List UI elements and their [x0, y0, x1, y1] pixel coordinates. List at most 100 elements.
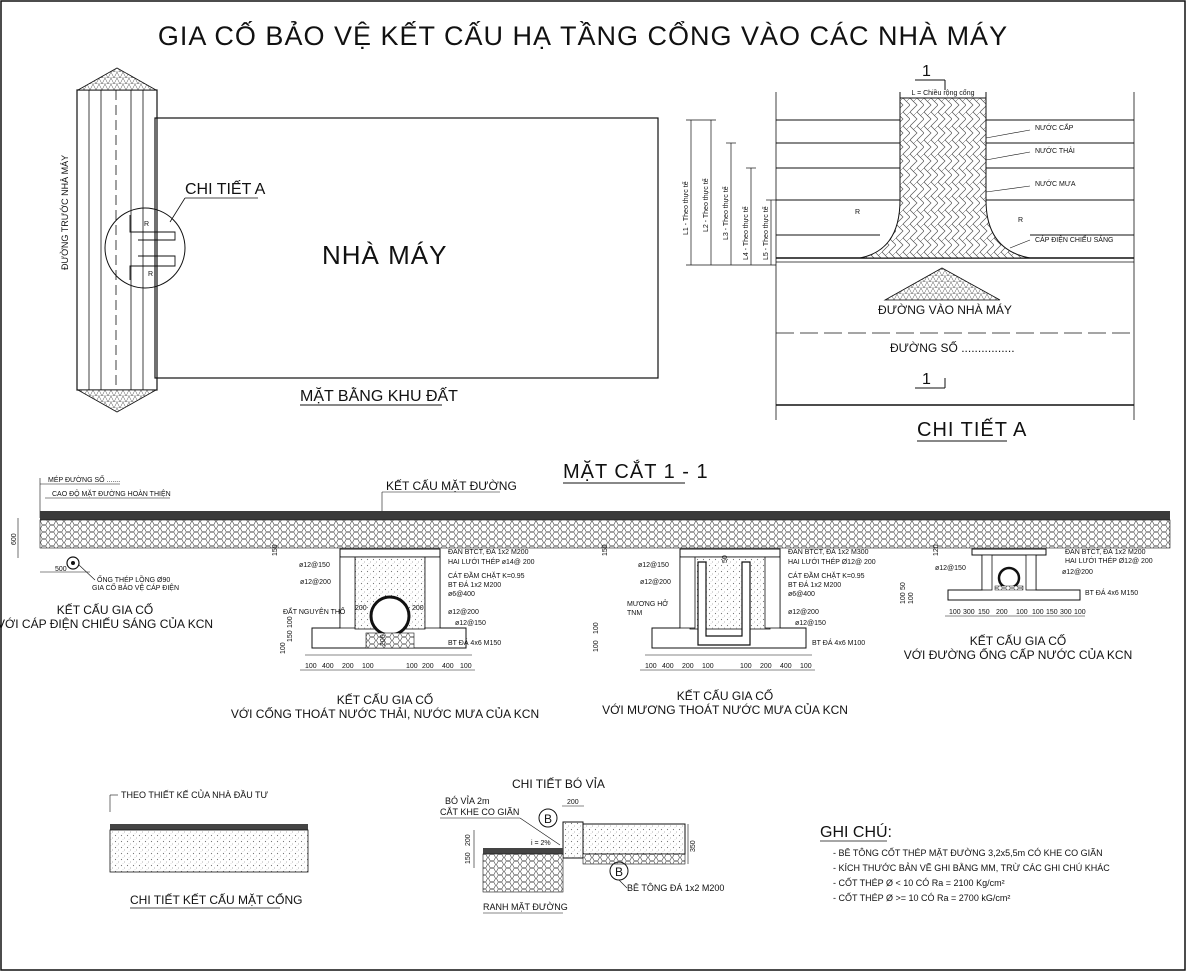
ditch-mid-dim: 50	[722, 555, 729, 563]
access-road-label: ĐƯỜNG VÀO NHÀ MÁY	[878, 302, 1012, 317]
water-bdim: 100	[1074, 609, 1086, 616]
gate-surface-top	[110, 824, 308, 830]
curb-dim-right: 350	[690, 840, 697, 852]
detail-a-callout: CHI TIẾT A	[185, 179, 266, 198]
water-bottom-dims: 100 300 150 200 100 100 150 300 100	[949, 609, 1086, 616]
ditch-tnm: TNM	[627, 610, 642, 617]
sewer-bdim: 400	[442, 663, 454, 670]
depth-dim: 600	[11, 533, 18, 545]
section-1-1: MẶT CẮT 1 - 1 MÉP ĐƯỜNG SỐ ....... CAO Đ…	[0, 459, 1171, 721]
water-mesh-label: HAI LƯỚI THÉP Ø12@ 200	[1065, 556, 1153, 565]
ditch-bdim: 100	[740, 663, 752, 670]
detail-a: L = Chiều rộng cổng 1 1 R R L1 - Theo th…	[681, 63, 1135, 442]
sewer-side-dim-1: 100	[280, 642, 287, 654]
sleeve-label: ỐNG THÉP LỒNG Ø90	[97, 574, 170, 584]
curb-dim-left-1: 200	[465, 834, 472, 846]
pavement-top-layer	[40, 511, 1170, 520]
utility-rainwater: NƯỚC MƯA	[1035, 179, 1076, 188]
radius-left: R	[855, 209, 860, 216]
ditch-rebar-3: ø12@200	[788, 609, 819, 616]
north-arrow-top	[76, 67, 158, 91]
water-caption-1: KẾT CẤU GIA CỐ	[970, 633, 1066, 648]
site-plan: ĐƯỜNG TRƯỚC NHÀ MÁY R R CHI TIẾT A NHÀ M…	[60, 67, 659, 413]
sewer-bdim: 200	[422, 663, 434, 670]
sewer-rebar-1: ø12@150	[299, 562, 330, 569]
utility-water-supply: NƯỚC CẤP	[1035, 122, 1074, 132]
ditch-bdim: 100	[800, 663, 812, 670]
ditch-mesh-label: HAI LƯỚI THÉP Ø12@ 200	[788, 557, 876, 566]
note-3: - CỐT THÉP Ø < 10 CÓ Ra = 2100 Kg/cm²	[833, 877, 1005, 888]
marker-b-top	[538, 808, 558, 828]
ditch-bdim: 100	[702, 663, 714, 670]
water-bdim: 300	[963, 609, 975, 616]
dim-l3: L3 - Theo thực tế	[721, 186, 730, 240]
sewer-bdim: 200	[342, 663, 354, 670]
water-side-dim-3: 100	[908, 592, 915, 604]
sewer-rebar-3: ø12@200	[448, 609, 479, 616]
sewer-side-dim-2: 150	[287, 630, 294, 642]
sewer-protection: ĐAN BTCT, ĐÁ 1x2 M200 HAI LƯỚI THÉP ø14@…	[231, 544, 539, 721]
sewer-bottom-dims: 100 400 200 100 100 200 400 100	[305, 663, 472, 670]
ditch-label: MƯƠNG HỞ	[627, 599, 668, 608]
sewer-bdim: 100	[305, 663, 317, 670]
open-ditch	[697, 561, 751, 646]
ditch-base-label: BT ĐÁ 4x6 M100	[812, 638, 865, 647]
gate-surface-detail: THEO THIẾT KẾ CỦA NHÀ ĐẦU TƯ CHI TIẾT KẾ…	[109, 789, 309, 909]
dim-l5: L5 - Theo thực tế	[761, 206, 770, 260]
curb-dim-top: 200	[567, 799, 579, 806]
sewer-slab-label: ĐAN BTCT, ĐÁ 1x2 M200	[448, 547, 529, 556]
sewer-stirrup-label: ø6@400	[448, 591, 475, 598]
water-rebar-1: ø12@150	[935, 565, 966, 572]
cable-caption-2: VỚI CÁP ĐIỆN CHIẾU SÁNG CỦA KCN	[0, 616, 213, 631]
water-pipe	[997, 566, 1021, 590]
sewer-pipe-dim-1: 200	[355, 605, 367, 612]
ditch-side-dim-2: 100	[593, 622, 600, 634]
sleeve-note: GIA CỐ BẢO VỆ CÁP ĐIỆN	[92, 582, 179, 592]
sewer-slab	[339, 548, 441, 558]
ditch-top-dim: 150	[602, 544, 609, 556]
gate-surface-note: THEO THIẾT KẾ CỦA NHÀ ĐẦU TƯ	[121, 789, 269, 800]
water-base-label: BT ĐÁ 4x6 M150	[1085, 588, 1138, 597]
elevation-label: CAO ĐỘ MẶT ĐƯỜNG HOÀN THIỆN	[52, 489, 171, 498]
gate-surface-base	[109, 829, 309, 873]
factory-label: NHÀ MÁY	[322, 240, 447, 270]
ditch-caption-2: VỚI MƯƠNG THOÁT NƯỚC MƯA CỦA KCN	[602, 702, 848, 717]
dim-l4: L4 - Theo thực tế	[741, 206, 750, 260]
note-2: - KÍCH THƯỚC BẢN VẼ GHI BẰNG MM, TRỪ CÁC…	[833, 862, 1110, 873]
road-label: ĐƯỜNG TRƯỚC NHÀ MÁY	[60, 155, 70, 270]
ditch-sand-label: CÁT ĐẦM CHẶT K=0.95	[788, 570, 865, 580]
sewer-bdim: 100	[406, 663, 418, 670]
ditch-bdim: 200	[682, 663, 694, 670]
ditch-protection: ĐAN BTCT, ĐÁ 1x2 M300 HAI LƯỚI THÉP Ø12@…	[593, 544, 876, 717]
ditch-bdim: 200	[760, 663, 772, 670]
water-bdim: 150	[1046, 609, 1058, 616]
drawing-title: GIA CỐ BẢO VỆ KẾT CẤU HẠ TẦNG CỔNG VÀO C…	[158, 19, 1008, 51]
north-arrow-bottom	[76, 389, 158, 413]
note-1: - BÊ TÔNG CỐT THÉP MẶT ĐƯỜNG 3,2x5,5m CÓ…	[833, 847, 1103, 858]
street-label: ĐƯỜNG SỐ ................	[890, 340, 1015, 355]
plan-radius-2: R	[148, 271, 153, 278]
curb-joint: CẮT KHE CO GIÃN	[440, 807, 519, 817]
ditch-concrete-label: BT ĐÁ 1x2 M200	[788, 580, 841, 589]
ditch-rebar-1: ø12@150	[638, 562, 669, 569]
water-caption-2: VỚI ĐƯỜNG ỐNG CẤP NƯỚC CỦA KCN	[904, 647, 1133, 662]
sewer-sand-label: CÁT ĐẦM CHẶT K=0.95	[448, 570, 525, 580]
gate-opening	[129, 215, 176, 280]
water-slab-label: ĐAN BTCT, ĐÁ 1x2 M200	[1065, 547, 1146, 556]
gate-paving	[859, 97, 1031, 259]
utility-lighting-cable: CÁP ĐIỆN CHIẾU SÁNG	[1035, 234, 1113, 244]
sewer-mesh-label: HAI LƯỚI THÉP ø14@ 200	[448, 557, 535, 566]
water-bdim: 150	[978, 609, 990, 616]
marker-b-bottom-label: B	[615, 865, 623, 879]
ditch-rebar-4: ø12@150	[795, 620, 826, 627]
cable-protection: 500 ỐNG THÉP LỒNG Ø90 GIA CỐ BẢO VỆ CÁP …	[0, 556, 213, 631]
cable-caption-1: KẾT CẤU GIA CỐ	[57, 602, 153, 617]
sewer-soil-label: ĐẤT NGUYÊN THỔ	[283, 606, 346, 616]
sewer-caption-1: KẾT CẤU GIA CỐ	[337, 692, 433, 707]
ditch-caption-1: KẾT CẤU GIA CỐ	[677, 688, 773, 703]
water-bdim: 200	[996, 609, 1008, 616]
sewer-concrete-label: BT ĐÁ 1x2 M200	[448, 580, 501, 589]
water-bdim: 100	[1016, 609, 1028, 616]
